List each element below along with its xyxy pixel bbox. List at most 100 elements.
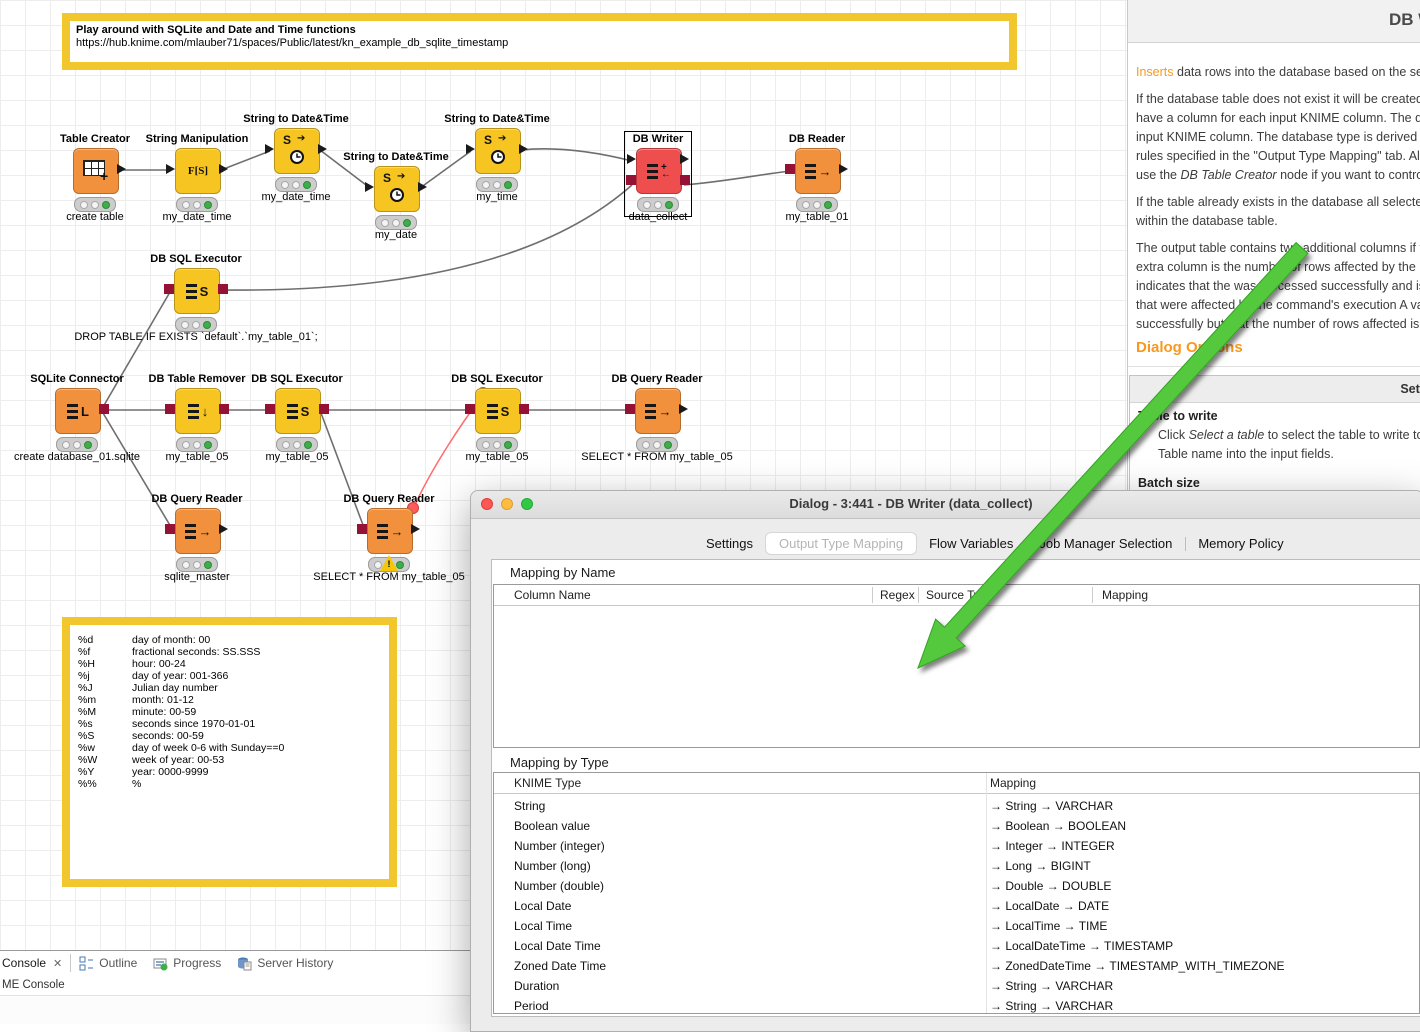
dialog-tab-memory-policy[interactable]: Memory Policy [1185, 533, 1296, 554]
dialog-titlebar[interactable]: Dialog - 3:441 - DB Writer (data_collect… [471, 491, 1420, 519]
format-code: %f [78, 646, 91, 658]
dialog-tab-settings[interactable]: Settings [706, 536, 753, 551]
format-description: Julian day number [132, 682, 218, 694]
mapping-type-row[interactable]: Local Date→ LocalDate → DATE [494, 897, 1419, 917]
node-db-table-remover[interactable]: DB Table Remover↓my_table_05 [149, 373, 246, 463]
option-title: Table to write [1138, 409, 1218, 423]
workflow-annotation-header[interactable]: Play around with SQLite and Date and Tim… [62, 13, 1017, 70]
format-description: fractional seconds: SS.SSS [132, 646, 261, 658]
s2dt-icon: S➔ [274, 128, 320, 174]
db-port [218, 284, 228, 294]
data-port [219, 164, 228, 174]
dialog-tab-output-type-mapping[interactable]: Output Type Mapping [765, 533, 917, 554]
table-header-divider [494, 605, 1419, 606]
node-connection [220, 150, 271, 171]
mapping-type-row[interactable]: Local Date Time→ LocalDateTime → TIMESTA… [494, 937, 1419, 957]
node-db-query-reader[interactable]: DB Query Reader→!SELECT * FROM my_table_… [313, 493, 464, 583]
node-status-traffic-light [276, 437, 318, 452]
table-icon: + [73, 148, 119, 194]
node-title: DB Query Reader [343, 493, 435, 505]
mapping-type-row[interactable]: Duration→ String → VARCHAR [494, 977, 1419, 997]
mapping-cell: → Integer → INTEGER [990, 839, 1115, 853]
description-paragraph: The output table contains two additional… [1136, 241, 1420, 331]
mapping-type-row[interactable]: Local Time→ LocalTime → TIME [494, 917, 1419, 937]
s2dt-icon: S➔ [374, 166, 420, 212]
mapping-type-row[interactable]: Boolean value→ Boolean → BOOLEAN [494, 817, 1419, 837]
node-description-title: DB Writer [1389, 10, 1420, 29]
option-title: Batch size [1138, 476, 1200, 490]
node-caption: my_table_05 [165, 451, 229, 463]
mapping-type-row[interactable]: String→ String → VARCHAR [494, 797, 1419, 817]
knime-type-cell: Local Time [514, 919, 573, 933]
mapping-type-row[interactable]: Number (long)→ Long → BIGINT [494, 857, 1419, 877]
tab-outline[interactable]: Outline [71, 956, 145, 971]
dialog-tab-job-manager-selection[interactable]: Job Manager Selection [1026, 533, 1185, 554]
node-caption: data_collect [628, 211, 688, 223]
node-db-query-reader[interactable]: DB Query Reader→sqlite_master [151, 493, 242, 583]
node-connection [221, 184, 633, 291]
selection-frame [624, 131, 692, 217]
db-port [319, 404, 329, 414]
node-db-writer[interactable]: DB Writer+←data_collect [624, 131, 692, 223]
tab-console[interactable]: Console ✕ [0, 956, 70, 970]
tab-server-history[interactable]: Server History [229, 956, 341, 971]
node-caption: create table [66, 211, 124, 223]
server-history-icon [238, 957, 252, 970]
format-code: %W [78, 754, 98, 766]
data-port [627, 154, 636, 164]
dialog-tab-flow-variables[interactable]: Flow Variables [929, 536, 1014, 551]
format-description: day of year: 001-366 [132, 670, 229, 682]
node-db-query-reader[interactable]: DB Query Reader→SELECT * FROM my_table_0… [581, 373, 732, 463]
format-row: %%% [70, 778, 389, 790]
dbl-icon: L [55, 388, 101, 434]
node-title: DB Query Reader [611, 373, 703, 385]
node-caption: my_table_01 [785, 211, 849, 223]
mapping-by-name-label: Mapping by Name [510, 565, 616, 580]
knime-type-cell: Boolean value [514, 819, 591, 833]
node-title: String to Date&Time [343, 151, 449, 163]
format-description: day of month: 00 [132, 634, 211, 646]
node-caption: my_table_05 [265, 451, 329, 463]
node-status-traffic-light [636, 437, 678, 452]
mapping-type-row[interactable]: Period→ String → VARCHAR [494, 997, 1419, 1017]
knime-type-cell: Number (integer) [514, 839, 605, 853]
mapping-type-row[interactable]: Number (integer) → Integer → INTEGER [494, 837, 1419, 857]
window-minimize-button[interactable] [501, 498, 513, 510]
node-caption: sqlite_master [164, 571, 230, 583]
node-status-traffic-light: ! [368, 555, 410, 572]
format-description: seconds: 00-59 [132, 730, 204, 742]
mapping-type-row[interactable]: Number (double)→ Double → DOUBLE [494, 877, 1419, 897]
dbarrow-icon: → [795, 148, 841, 194]
column-header-mapping: Mapping [990, 776, 1037, 790]
node-title: DB SQL Executor [251, 373, 343, 385]
window-close-button[interactable] [481, 498, 493, 510]
tab-progress[interactable]: Progress [145, 956, 229, 971]
node-status-traffic-light [637, 197, 679, 212]
node-table-creator[interactable]: Table Creator+create table [60, 133, 130, 223]
node-caption: my_date_time [261, 191, 331, 203]
data-port [680, 154, 689, 164]
db-writer-dialog[interactable]: Dialog - 3:441 - DB Writer (data_collect… [470, 490, 1420, 1032]
node-db-reader[interactable]: DB Reader→my_table_01 [785, 133, 849, 223]
mapping-type-row[interactable]: Zoned Date Time→ ZonedDateTime → TIMESTA… [494, 957, 1419, 977]
data-port [679, 404, 688, 414]
dialog-title: Dialog - 3:441 - DB Writer (data_collect… [789, 496, 1033, 511]
mapping-cell: → LocalDateTime → TIMESTAMP [990, 939, 1174, 953]
close-icon[interactable]: ✕ [53, 957, 63, 970]
window-zoom-button[interactable] [521, 498, 533, 510]
console-view-label: ME Console [2, 979, 65, 991]
